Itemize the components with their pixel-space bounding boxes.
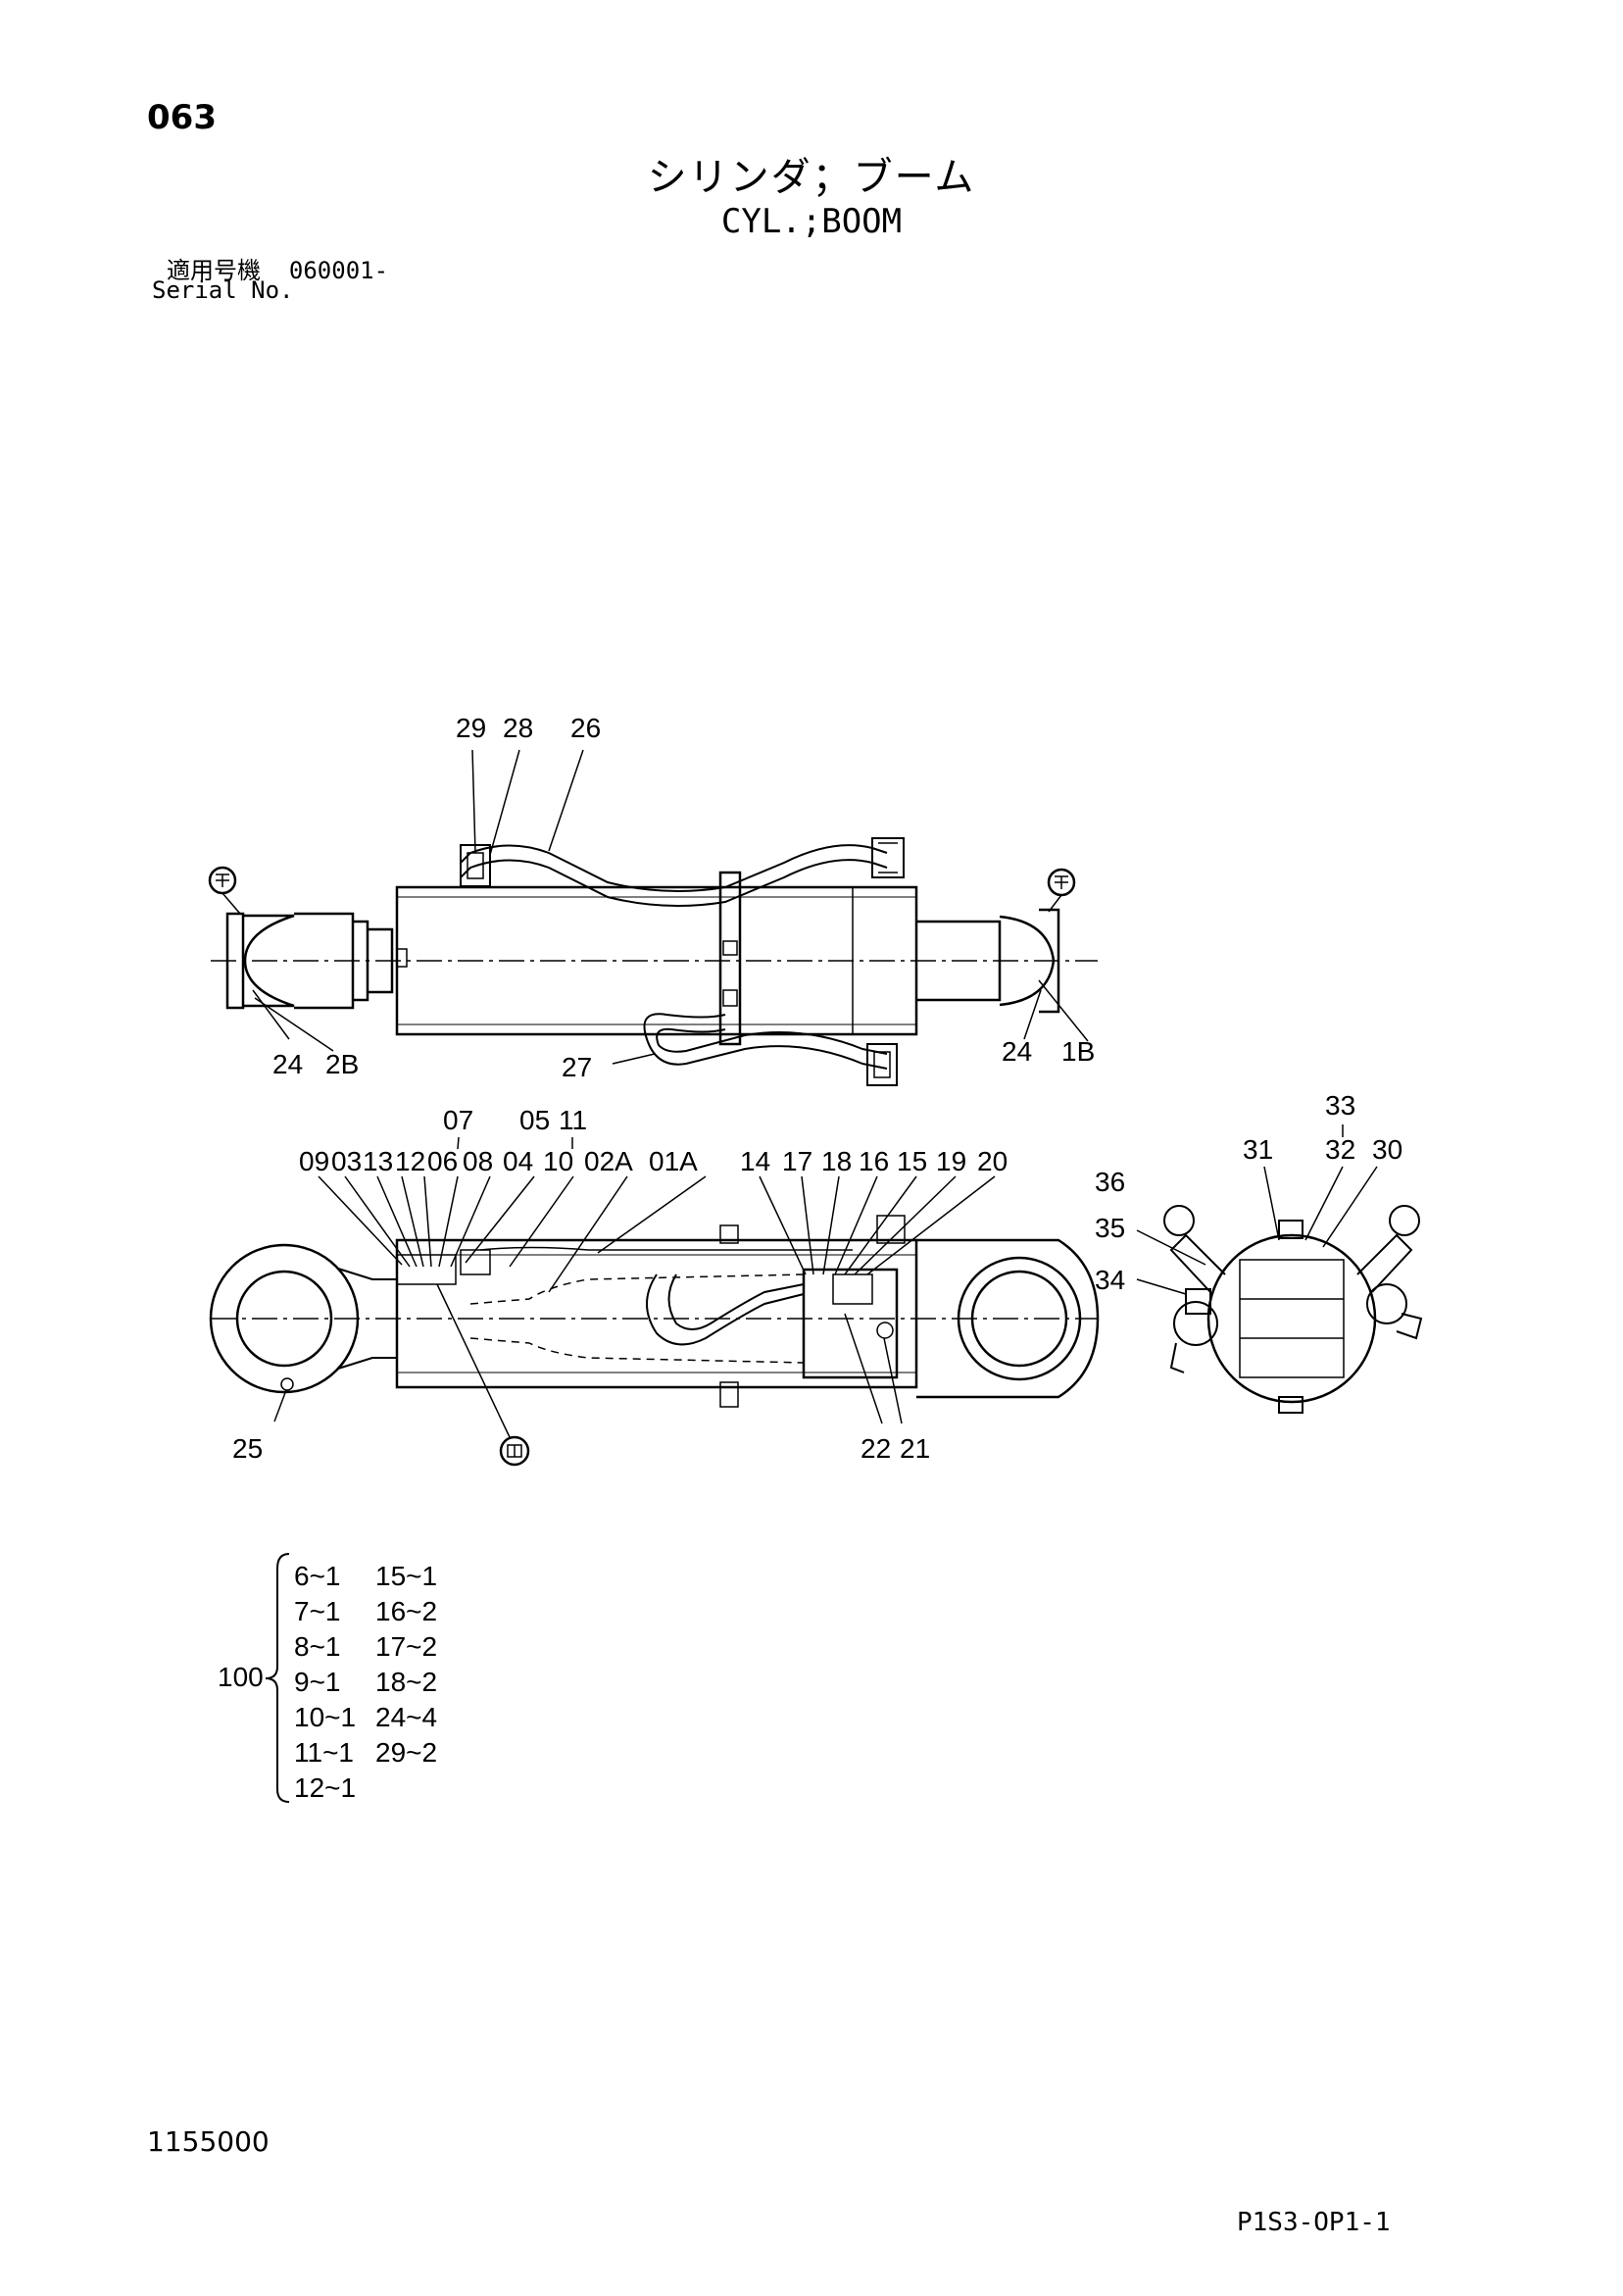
kit-item: 24~4 <box>375 1702 438 1732</box>
callout-14: 14 <box>740 1146 770 1176</box>
serial-jp-label: 適用号機 <box>167 257 261 284</box>
callout-12: 12 <box>395 1146 425 1176</box>
callout-10: 10 <box>543 1146 573 1176</box>
kit-item: 9~1 <box>294 1667 341 1697</box>
kit-item: 12~1 <box>294 1772 357 1803</box>
callout-33: 33 <box>1325 1090 1355 1121</box>
callout-06: 06 <box>427 1146 458 1176</box>
callout-24-right: 24 <box>1002 1036 1032 1067</box>
callout-1B: 1B <box>1061 1036 1095 1067</box>
kit-item: 29~2 <box>375 1737 438 1768</box>
callout-18: 18 <box>821 1146 852 1176</box>
kit-item: 17~2 <box>375 1631 438 1662</box>
callout-22: 22 <box>861 1433 891 1464</box>
document-number: 1155000 <box>147 2125 270 2158</box>
callout-01A: 01A <box>649 1146 698 1176</box>
callout-2B: 2B <box>325 1049 359 1079</box>
callout-15: 15 <box>897 1146 927 1176</box>
callout-05: 05 <box>519 1105 550 1135</box>
callout-25: 25 <box>232 1433 263 1464</box>
sheet-code: P1S3-OP1-1 <box>1237 2208 1391 2237</box>
callout-32: 32 <box>1325 1134 1355 1165</box>
callout-16: 16 <box>859 1146 889 1176</box>
callout-21: 21 <box>900 1433 930 1464</box>
callout-19: 19 <box>936 1146 966 1176</box>
title-english: CYL.;BOOM <box>720 202 903 241</box>
callout-30: 30 <box>1372 1134 1402 1165</box>
end-view-section <box>1163 1205 1423 1414</box>
callout-04: 04 <box>503 1146 533 1176</box>
kit-item: 11~1 <box>294 1737 354 1768</box>
kit-list-right: 15~1 16~2 17~2 18~2 24~4 29~2 <box>375 1559 437 1771</box>
upper-cylinder-view <box>208 837 1098 1086</box>
kit-item: 6~1 <box>294 1561 341 1591</box>
callout-17: 17 <box>782 1146 812 1176</box>
callout-07: 07 <box>443 1105 473 1135</box>
serial-row-jp: 適用号機 060001- <box>167 251 388 285</box>
kit-item: 8~1 <box>294 1631 341 1662</box>
callout-13: 13 <box>363 1146 393 1176</box>
kit-item: 10~1 <box>294 1702 357 1732</box>
serial-value: 060001- <box>288 257 389 284</box>
callout-36: 36 <box>1095 1167 1125 1197</box>
page-number: 063 <box>147 98 217 137</box>
callout-29: 29 <box>456 713 486 743</box>
callout-03: 03 <box>331 1146 362 1176</box>
callout-34: 34 <box>1095 1265 1125 1295</box>
callout-26: 26 <box>570 713 601 743</box>
serial-en-label: Serial No. <box>152 276 294 304</box>
callout-28: 28 <box>503 713 533 743</box>
kit-item: 15~1 <box>375 1561 438 1591</box>
kit-number: 100 <box>218 1662 264 1692</box>
callout-20: 20 <box>977 1146 1008 1176</box>
callout-24-left: 24 <box>272 1049 303 1079</box>
callout-31: 31 <box>1243 1134 1273 1165</box>
callout-35: 35 <box>1095 1213 1125 1243</box>
callout-02A: 02A <box>584 1146 633 1176</box>
callout-08: 08 <box>463 1146 493 1176</box>
kit-item: 16~2 <box>375 1596 438 1626</box>
kit-item: 7~1 <box>294 1596 341 1626</box>
callout-09: 09 <box>299 1146 329 1176</box>
callout-27: 27 <box>562 1052 592 1082</box>
kit-list-left: 6~1 7~1 8~1 9~1 10~1 11~1 12~1 <box>294 1559 356 1806</box>
title-japanese: シリンダ；ブーム <box>647 155 976 200</box>
callout-11: 11 <box>559 1105 587 1135</box>
kit-item: 18~2 <box>375 1667 438 1697</box>
lower-cylinder-section <box>209 1215 1100 1467</box>
